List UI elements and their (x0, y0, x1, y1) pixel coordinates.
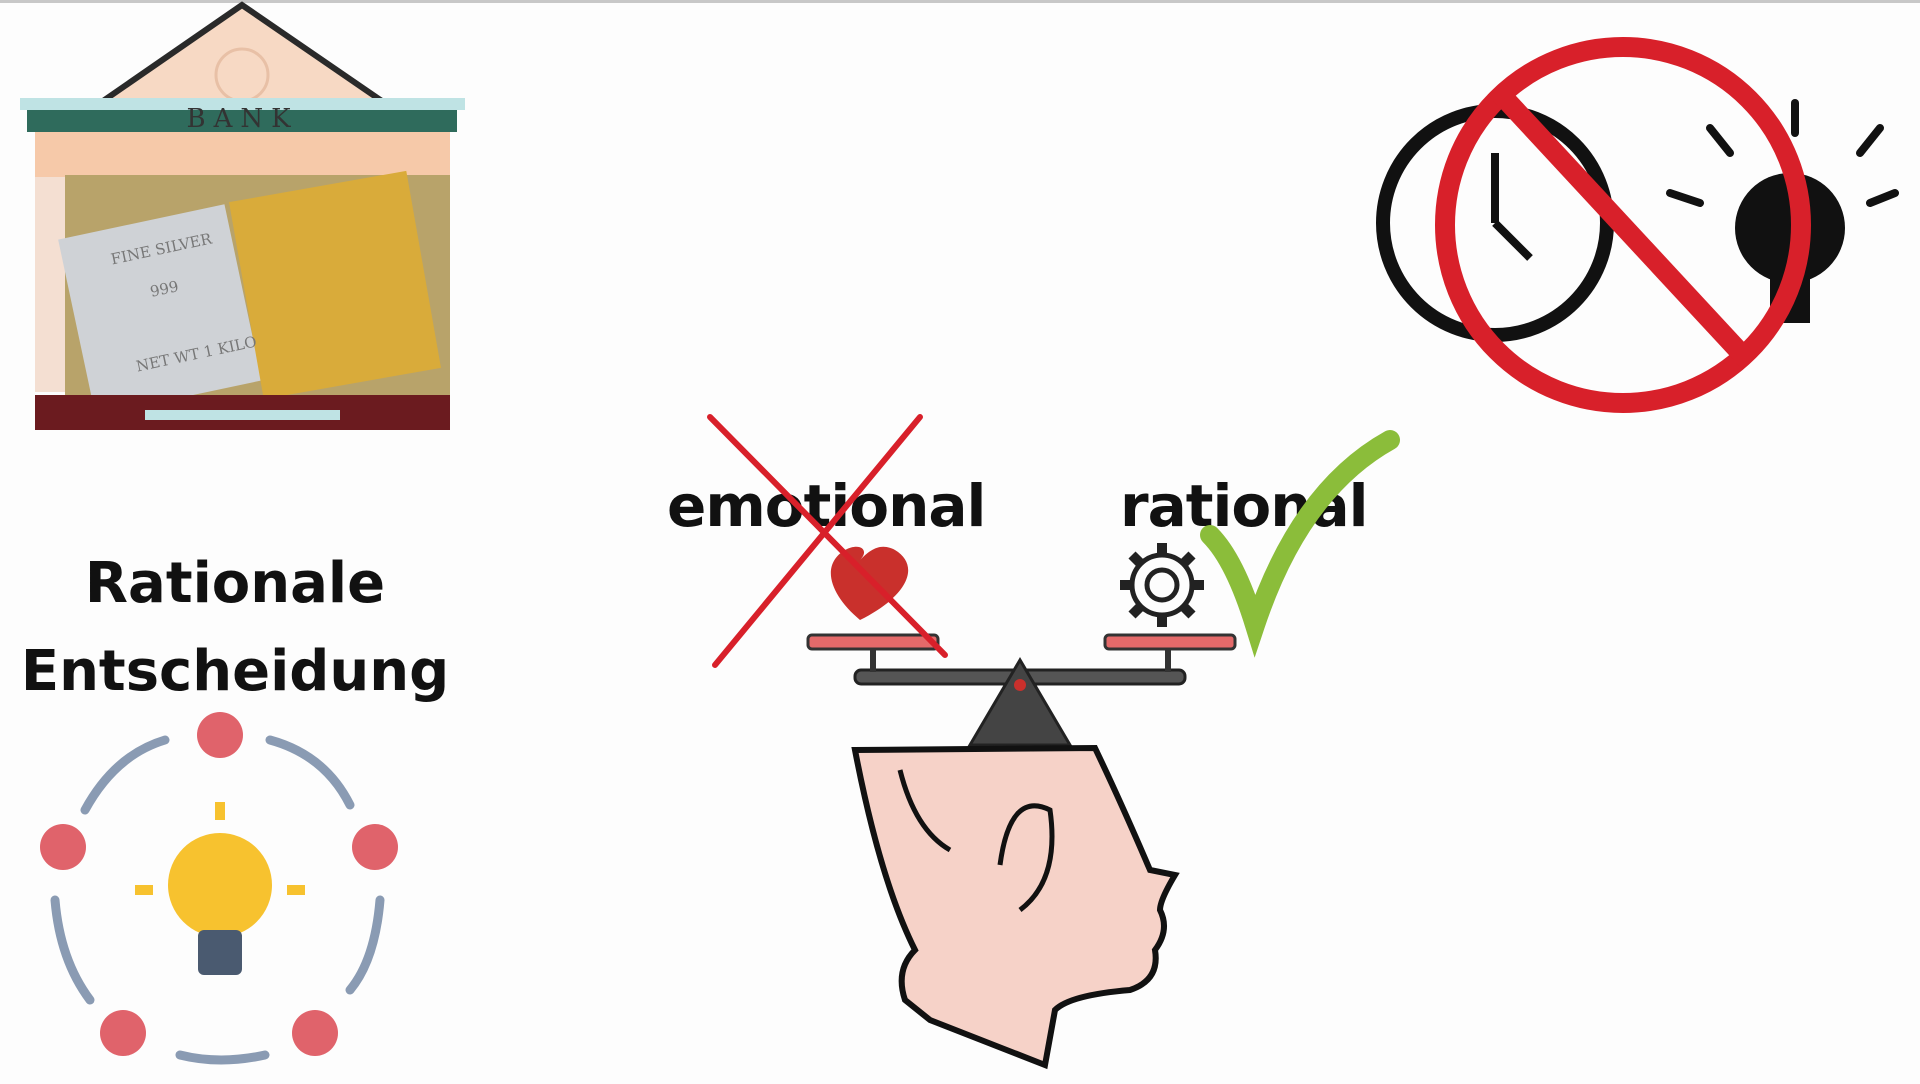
no-time-no-thinking-icon (1375, 28, 1900, 423)
heart-icon (830, 546, 909, 620)
top-border (0, 0, 1920, 3)
checkmark-icon (1200, 430, 1400, 658)
rational-decision-title: Rationale Entscheidung (0, 540, 470, 716)
title-line-2: Entscheidung (20, 639, 450, 704)
bank-sign: BANK (186, 104, 299, 134)
title-line-1: Rationale (84, 551, 386, 616)
balance-head-illustration (690, 410, 1410, 1080)
decision-cycle-icon (35, 710, 405, 1070)
gear-icon (1120, 543, 1204, 627)
cross-out-icon (707, 414, 948, 668)
bank-illustration: BANK FINE SILVER 999 NET WT 1 KILO (15, 0, 470, 432)
